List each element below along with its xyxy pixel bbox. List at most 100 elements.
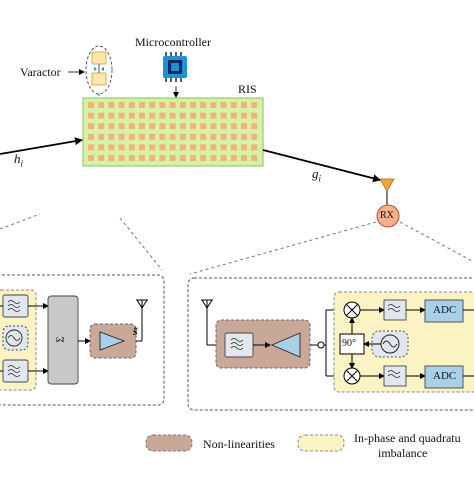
ris-unit-cell bbox=[159, 112, 166, 119]
ris-unit-cell bbox=[230, 155, 237, 161]
ris-unit-cell bbox=[200, 133, 207, 140]
ris-unit-cell bbox=[179, 155, 186, 161]
ris-unit-cell bbox=[230, 102, 237, 108]
legend-swatch-nonlinear bbox=[145, 434, 193, 452]
ris-unit-cell bbox=[169, 123, 176, 130]
channel-g-arrow bbox=[262, 149, 381, 183]
ris-unit-cell bbox=[230, 144, 237, 151]
ris-unit-cell bbox=[118, 123, 125, 130]
adc-bottom-label: ADC bbox=[433, 370, 457, 382]
ris-unit-cell bbox=[128, 144, 135, 151]
ris-label: RIS bbox=[238, 82, 257, 96]
ris-unit-cell bbox=[98, 133, 105, 140]
ris-unit-cell bbox=[241, 144, 247, 151]
ris-unit-cell bbox=[200, 144, 207, 151]
ris-unit-cell bbox=[159, 123, 166, 130]
ris-unit-cell bbox=[159, 133, 166, 140]
ris-unit-cell bbox=[169, 144, 176, 151]
legend bbox=[145, 434, 345, 452]
ris-unit-cell bbox=[200, 123, 207, 130]
ris-unit-cell bbox=[241, 123, 247, 130]
zoom-lines bbox=[0, 213, 474, 275]
ris-unit-cell bbox=[210, 112, 217, 119]
ris-unit-cell bbox=[190, 112, 196, 119]
ris-unit-cell bbox=[169, 112, 176, 119]
ris-unit-cell bbox=[230, 133, 237, 140]
rx-label: RX bbox=[380, 210, 394, 221]
ris-unit-cell bbox=[200, 102, 207, 108]
ris-unit-cell bbox=[200, 155, 207, 161]
ris-unit-cell bbox=[220, 102, 227, 108]
ris-unit-cell bbox=[118, 102, 125, 108]
ris-unit-cell bbox=[179, 133, 186, 140]
ris-unit-cell bbox=[179, 112, 186, 119]
ris-unit-cell bbox=[128, 112, 135, 119]
ris-unit-cell bbox=[139, 112, 145, 119]
ris-unit-cell bbox=[159, 144, 166, 151]
ris-unit-cell bbox=[251, 133, 258, 140]
rx-detail bbox=[187, 277, 474, 411]
ris-unit-cell bbox=[179, 123, 186, 130]
ris-panel bbox=[82, 97, 264, 167]
microcontroller-label: Microcontroller bbox=[135, 35, 211, 49]
ris-unit-cell bbox=[149, 144, 156, 151]
ris-unit-cell bbox=[88, 112, 94, 119]
ris-unit-cell bbox=[251, 102, 258, 108]
ris-unit-cell bbox=[139, 155, 145, 161]
ris-unit-cell bbox=[251, 144, 258, 151]
ris-unit-cell bbox=[128, 123, 135, 130]
legend-iq-label-line2: imbalance bbox=[378, 446, 428, 460]
legend-swatch-iq bbox=[297, 434, 345, 452]
ris-unit-cell bbox=[220, 112, 227, 119]
channel-h-arrow bbox=[0, 137, 83, 155]
ris-unit-cell bbox=[230, 112, 237, 119]
ris-unit-cell bbox=[210, 155, 217, 161]
ris-unit-cell bbox=[149, 133, 156, 140]
ris-unit-cell bbox=[230, 123, 237, 130]
ris-unit-cell bbox=[108, 155, 115, 161]
ris-unit-cell bbox=[169, 155, 176, 161]
ris-unit-cell bbox=[159, 155, 166, 161]
varactor-detail bbox=[68, 45, 113, 98]
phase-shift-label: 90° bbox=[342, 338, 356, 349]
microcontroller-icon bbox=[163, 52, 187, 98]
ris-unit-cell bbox=[190, 155, 196, 161]
ris-unit-cell bbox=[128, 102, 135, 108]
varactor-label: Varactor bbox=[20, 65, 61, 79]
tx-detail bbox=[0, 274, 165, 406]
summation-block-label: Σ bbox=[54, 336, 67, 343]
ris-unit-cell bbox=[139, 133, 145, 140]
legend-nonlinear-label: Non-linearities bbox=[203, 437, 275, 451]
ris-unit-cell bbox=[251, 123, 258, 130]
ris-unit-cell bbox=[118, 112, 125, 119]
ris-unit-cell bbox=[88, 102, 94, 108]
ris-unit-cell bbox=[108, 144, 115, 151]
channel-h-label: hi bbox=[14, 151, 24, 169]
ris-unit-cell bbox=[200, 112, 207, 119]
legend-iq-label-line1: In-phase and quadratu bbox=[354, 431, 461, 445]
ris-unit-cell bbox=[139, 102, 145, 108]
ris-unit-cell bbox=[88, 144, 94, 151]
ris-unit-cell bbox=[108, 123, 115, 130]
ris-unit-cell bbox=[98, 102, 105, 108]
ris-unit-cell bbox=[108, 133, 115, 140]
adc-top-label: ADC bbox=[433, 304, 457, 316]
tx-signal-label: s̃ bbox=[133, 324, 138, 338]
ris-unit-cell bbox=[241, 155, 247, 161]
ris-unit-cell bbox=[190, 102, 196, 108]
ris-elements bbox=[88, 102, 258, 161]
ris-unit-cell bbox=[88, 133, 94, 140]
ris-unit-cell bbox=[149, 102, 156, 108]
ris-unit-cell bbox=[169, 102, 176, 108]
rx-node bbox=[376, 178, 400, 228]
ris-unit-cell bbox=[118, 133, 125, 140]
ris-unit-cell bbox=[159, 102, 166, 108]
ris-unit-cell bbox=[139, 123, 145, 130]
ris-unit-cell bbox=[220, 123, 227, 130]
ris-unit-cell bbox=[139, 144, 145, 151]
ris-unit-cell bbox=[108, 102, 115, 108]
ris-unit-cell bbox=[169, 133, 176, 140]
ris-unit-cell bbox=[220, 144, 227, 151]
